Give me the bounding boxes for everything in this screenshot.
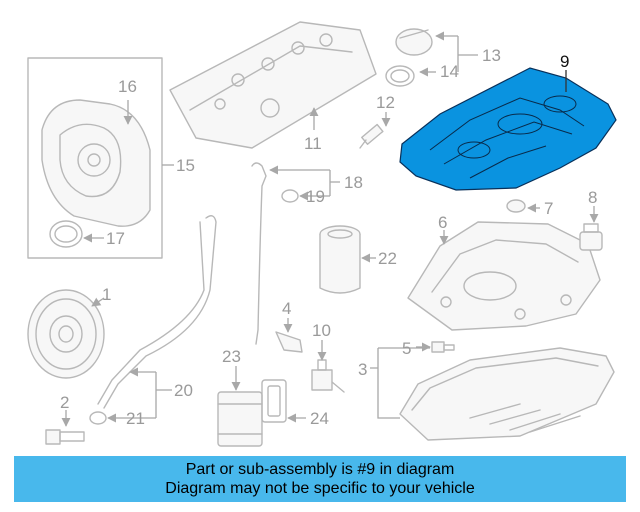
callout-23: 23 [222,347,241,366]
callout-20: 20 [174,381,193,400]
crank-bolt [45,429,85,445]
dipstick-guide-tube [97,215,217,409]
callout-21: 21 [126,409,145,428]
oil-cooler-gasket [261,379,287,423]
filler-cap-seal [385,65,415,87]
oil-cooler [217,391,263,447]
oil-level-sensor [311,359,345,393]
callout-2: 2 [60,393,69,412]
drain-plug [431,341,455,353]
callout-19: 19 [306,187,325,206]
callout-16: 16 [118,77,137,96]
guide-tube-o-ring [89,411,107,425]
callout-9: 9 [560,52,569,71]
valve-cover [169,21,377,149]
oil-pan [399,347,615,441]
callout-5: 5 [402,339,411,358]
callout-6: 6 [438,213,447,232]
baffle-plate [407,221,601,331]
timing-cover-group-box [27,57,163,259]
callout-12: 12 [376,93,395,112]
callout-3: 3 [358,360,367,379]
timing-cover [41,99,151,227]
cap [579,223,603,251]
dipstick-o-ring [281,189,299,203]
info-banner: Part or sub-assembly is #9 in diagram Di… [14,456,626,502]
callout-7: 7 [544,199,553,218]
callout-4: 4 [282,299,291,318]
callout-24: 24 [310,409,329,428]
dipstick [251,162,267,345]
callout-10: 10 [312,321,331,340]
callout-18: 18 [344,173,363,192]
parts-diagram: 16 15 17 1 2 11 12 13 14 9 18 19 22 6 7 … [27,21,617,447]
callout-13: 13 [482,46,501,65]
callout-1: 1 [102,285,111,304]
crankshaft-pulley [27,289,105,379]
callout-11: 11 [304,134,322,153]
callout-8: 8 [588,188,597,207]
callout-17: 17 [106,229,125,248]
bracket [275,331,303,353]
oil-filter [319,225,361,294]
banner-line-1: Part or sub-assembly is #9 in diagram [185,461,455,478]
timing-cover-seal [49,220,83,248]
callout-14: 14 [440,62,459,81]
highlighted-part-9 [399,67,617,191]
callout-22: 22 [378,249,397,268]
sensor [359,123,384,149]
banner-line-2: Diagram may not be specific to your vehi… [165,480,475,497]
callout-15: 15 [176,156,195,175]
oil-filler-cap [395,28,433,56]
washer [506,199,526,213]
